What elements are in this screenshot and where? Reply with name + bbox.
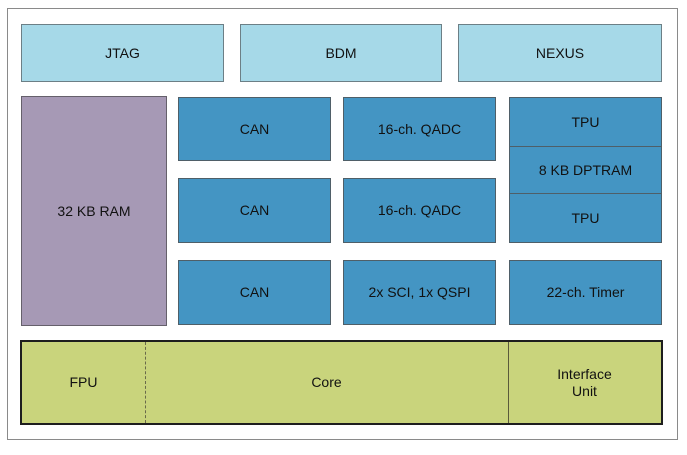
ram-label: 32 KB RAM bbox=[57, 202, 131, 219]
qadc-label-2: 16-ch. QADC bbox=[377, 202, 462, 218]
qadc-block-1: 16-ch. QADC bbox=[343, 97, 496, 161]
jtag-block: JTAG bbox=[21, 24, 224, 82]
nexus-label: NEXUS bbox=[535, 44, 585, 61]
sci-qspi-block: 2x SCI, 1x QSPI bbox=[343, 260, 496, 325]
sci-qspi-label: 2x SCI, 1x QSPI bbox=[368, 284, 471, 300]
tpu-block-1: TPU bbox=[510, 98, 661, 146]
tpu-divider-2 bbox=[510, 193, 661, 194]
tpu-label-2: TPU bbox=[571, 209, 600, 226]
cpu-block: FPU Core Interface Unit bbox=[20, 340, 663, 425]
core-label: Core bbox=[311, 374, 342, 390]
dptram-block: 8 KB DPTRAM bbox=[510, 146, 661, 193]
can-block-1: CAN bbox=[178, 97, 331, 161]
core-interface-divider bbox=[508, 342, 509, 423]
interface-unit-label-line1: Interface bbox=[557, 365, 612, 382]
tpu-block-2: TPU bbox=[510, 193, 661, 242]
interface-unit-label-line2: Unit bbox=[572, 382, 597, 399]
qadc-block-2: 16-ch. QADC bbox=[343, 178, 496, 243]
can-label-1: CAN bbox=[239, 120, 270, 137]
can-block-2: CAN bbox=[178, 178, 331, 243]
can-label-2: CAN bbox=[239, 202, 270, 218]
bdm-label: BDM bbox=[325, 44, 357, 61]
fpu-label: FPU bbox=[69, 374, 98, 390]
tpu-divider-1 bbox=[510, 146, 661, 147]
ram-block: 32 KB RAM bbox=[21, 96, 167, 326]
qadc-label-1: 16-ch. QADC bbox=[377, 120, 462, 137]
timer-block: 22-ch. Timer bbox=[509, 260, 662, 325]
jtag-label: JTAG bbox=[105, 44, 140, 61]
fpu-block: FPU bbox=[22, 342, 145, 423]
interface-unit-block: Interface Unit bbox=[508, 342, 661, 423]
core-block: Core bbox=[145, 342, 508, 423]
tpu-group: TPU 8 KB DPTRAM TPU bbox=[509, 97, 662, 243]
bdm-block: BDM bbox=[240, 24, 442, 82]
can-label-3: CAN bbox=[239, 284, 270, 300]
can-block-3: CAN bbox=[178, 260, 331, 325]
dptram-label: 8 KB DPTRAM bbox=[538, 161, 633, 178]
nexus-block: NEXUS bbox=[458, 24, 662, 82]
fpu-core-divider bbox=[145, 342, 146, 423]
tpu-label-1: TPU bbox=[571, 114, 600, 130]
timer-label: 22-ch. Timer bbox=[546, 284, 625, 300]
